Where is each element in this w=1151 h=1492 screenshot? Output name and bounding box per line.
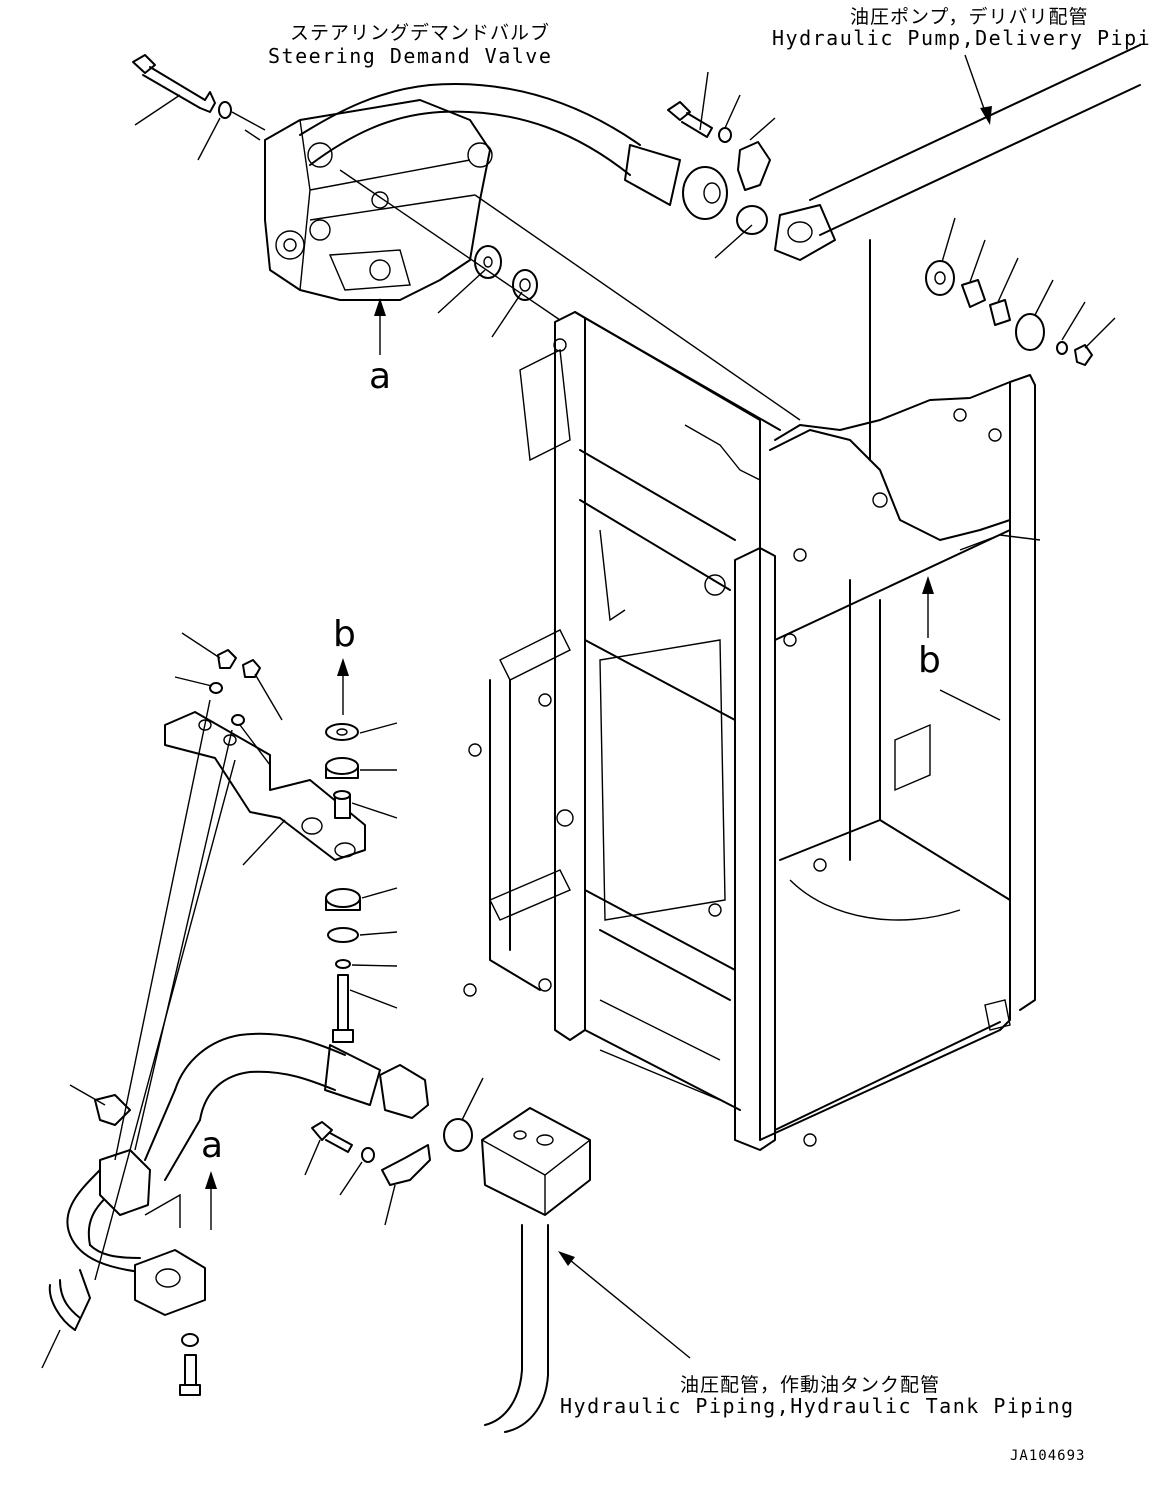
valve-mount-washers bbox=[474, 245, 538, 301]
leader-lines bbox=[41, 71, 1116, 1369]
lower-flange-block bbox=[48, 1094, 206, 1396]
delivery-pipe bbox=[774, 44, 1141, 261]
steering-valve-label-en: Steering Demand Valve bbox=[268, 44, 553, 68]
mounting-bracket bbox=[164, 711, 366, 861]
tank-piping-label-jp: 油圧配管，作動油タンク配管 bbox=[680, 1374, 941, 1396]
delivery-hose-upper bbox=[299, 83, 728, 220]
lower-hydraulic-hose bbox=[66, 1032, 473, 1273]
steering-valve-label-jp: ステアリングデマンドバルブ bbox=[290, 22, 551, 44]
ref-a-top-label: a bbox=[369, 356, 392, 397]
tank-piping-block bbox=[481, 1107, 591, 1433]
tank-piping-label-en: Hydraulic Piping,Hydraulic Tank Piping bbox=[560, 1394, 1075, 1418]
right-mount-stack bbox=[925, 260, 1093, 366]
frame-assembly bbox=[463, 239, 1041, 1151]
lower-flange-hardware bbox=[311, 1121, 431, 1186]
arrow-b-left bbox=[337, 658, 349, 715]
drawing-code: JA104693 bbox=[1010, 1448, 1086, 1464]
ref-b-right-label: b bbox=[918, 640, 941, 681]
arrow-a-bottom bbox=[144, 1171, 217, 1230]
ref-b-left-label: b bbox=[333, 614, 356, 655]
upper-flange-hardware bbox=[667, 101, 771, 235]
pump-piping-label-jp: 油圧ポンプ，デリバリ配管 bbox=[850, 6, 1089, 28]
arrow-pump-piping bbox=[964, 54, 992, 125]
arrow-b-right bbox=[922, 576, 934, 638]
ref-a-bottom-label: a bbox=[201, 1125, 224, 1166]
center-mount-stack bbox=[325, 723, 361, 1043]
steering-demand-valve bbox=[244, 99, 493, 301]
pump-piping-label-en: Hydraulic Pump,Delivery Piping bbox=[772, 26, 1151, 50]
valve-mounting-bolt bbox=[132, 54, 266, 131]
arrow-tank-piping bbox=[558, 1251, 691, 1359]
arrow-a-top bbox=[374, 298, 386, 355]
bracket-nuts bbox=[209, 649, 261, 726]
